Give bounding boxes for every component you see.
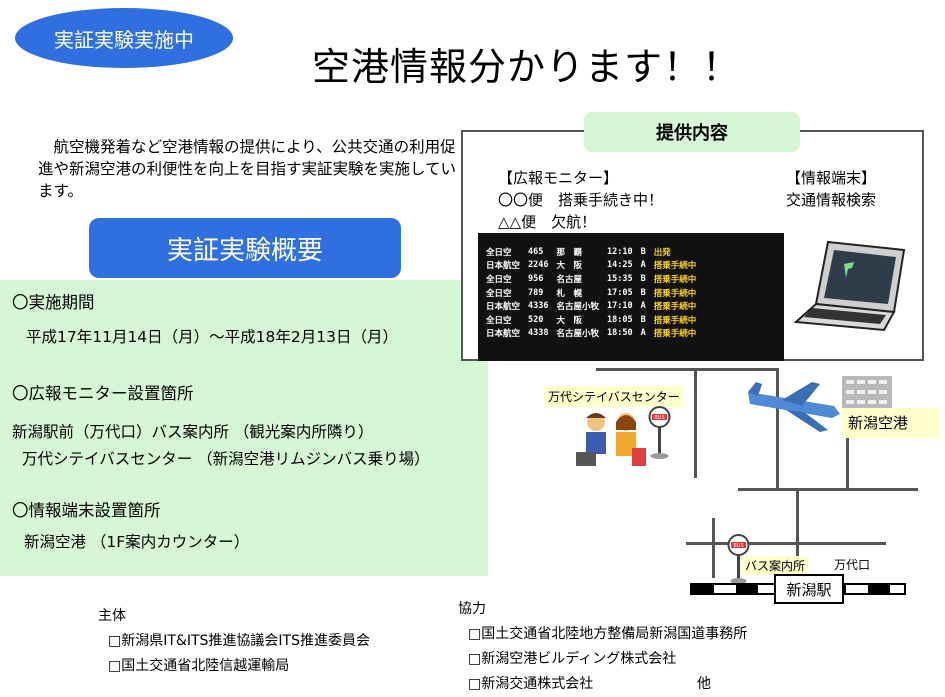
terminal-location: 新潟空港 （1F案内カウンター） [24,533,250,551]
board-cell: 名古屋小牧 [556,302,600,313]
board-cell: 4336 [528,301,549,312]
board-cell: 搭乗手続中 [653,302,697,313]
board-cell: 956 [528,273,544,284]
board-row: 日本航空 4336 名古屋小牧 17:10 A 搭乗手続中 [482,299,700,313]
svg-text:BUS: BUS [733,543,743,549]
board-row: 日本航空 2246 大 阪 14:25 A 搭乗手続中 [482,259,700,273]
cooperation-2: □新潟空港ビルディング株式会社 [468,651,677,667]
svg-text:BUS: BUS [654,415,664,421]
board-cell: B [640,273,646,284]
board-cell: 搭乗手続中 [653,288,697,299]
monitor-label: 【広報モニター】 [498,169,619,187]
terminal-label: 【情報端末】 [786,169,877,187]
laptop-icon [793,240,906,332]
board-cell: 12:10 [607,246,633,257]
bandai-exit-label: 万代口 [834,558,871,572]
monitor-message-2: △△便 欠航！ [498,213,597,231]
airport-building-icon [842,376,892,408]
board-cell: A [640,301,646,312]
board-cell: 那 覇 [556,247,583,258]
board-cell: 465 [528,246,544,257]
board-cell: 全日空 [486,247,512,258]
board-cell: 全日空 [486,274,512,285]
board-cell: 全日空 [486,315,512,326]
board-row: 全日空 520 大 阪 18:05 B 搭乗手続中 [482,313,700,327]
board-cell: 搭乗手続中 [653,329,697,340]
board-cell: 17:05 [607,287,633,298]
period-text: 平成17年11月14日（月）～平成18年2月13日（月） [26,328,398,346]
status-badge: 実証実験実施中 [15,8,233,68]
board-cell: B [640,287,646,298]
board-cell: 名古屋小牧 [556,329,600,340]
period-heading: 〇実施期間 [12,293,95,312]
service-content-header: 提供内容 [584,112,800,152]
board-cell: 789 [528,287,544,298]
board-cell: 大 阪 [556,315,583,326]
page-title: 空港情報分かります！！ [312,45,742,89]
cooperation-heading: 協力 [458,601,486,617]
organizer-1: □新潟県IT&ITS推進協議会ITS推進委員会 [108,633,370,649]
overview-heading: 実証実験概要 [89,218,401,278]
monitor-location-2: 万代シテイバスセンター （新潟空港リムジンバス乗り場） [22,450,430,468]
monitor-location-heading: 〇広報モニター設置箇所 [12,384,194,403]
organizer-2: □国土交通省北陸信越運輸局 [108,658,290,674]
board-cell: 17:10 [607,301,633,312]
board-cell: 2246 [528,260,549,271]
monitor-message-1: 〇〇便 搭乗手続き中！ [498,191,664,209]
station-label: 新潟駅 [774,574,844,604]
board-cell: 18:05 [607,314,633,325]
cooperation-1: □国土交通省北陸地方整備局新潟国道事務所 [468,626,748,642]
board-cell: 札 幌 [556,288,583,299]
cooperation-3: □新潟交通株式会社 [468,676,594,692]
board-cell: 15:35 [607,273,633,284]
airport-label: 新潟空港 [842,408,940,438]
board-cell: B [640,246,646,257]
board-cell: B [640,314,646,325]
board-cell: 520 [528,314,544,325]
intro-paragraph: 航空機発着など空港情報の提供により、公共交通の利用促進や新潟空港の利便性を向上を… [38,138,457,200]
board-cell: 18:50 [607,328,633,339]
board-row: 全日空 956 名古屋 15:35 B 搭乗手続中 [482,272,700,286]
board-row: 全日空 789 札 幌 17:05 B 搭乗手続中 [482,286,700,300]
board-row: 日本航空 4338 名古屋小牧 18:50 A 搭乗手続中 [482,327,700,341]
board-cell: 全日空 [486,288,512,299]
board-cell: 名古屋 [556,274,583,285]
bus-center-label: 万代シテイバスセンター [544,386,684,407]
airplane-icon [748,382,840,432]
board-cell: A [640,260,646,271]
board-cell: A [640,328,646,339]
board-cell: 出発 [653,247,671,258]
board-cell: 搭乗手続中 [653,274,697,285]
board-cell: 日本航空 [486,302,521,313]
board-cell: 14:25 [607,260,633,271]
overview-panel [0,280,488,576]
monitor-location-1: 新潟駅前（万代口）バス案内所 （観光案内所隣り） [12,423,374,441]
organizer-heading: 主体 [98,608,126,624]
bus-stop-icon: BUS [648,406,671,459]
board-cell: 4338 [528,328,549,339]
board-row: 全日空 465 那 覇 12:10 B 出発 [482,245,700,259]
board-cell: 搭乗手続中 [653,261,697,272]
bus-info-label: バス案内所 [742,556,809,575]
terminal-location-heading: 〇情報端末設置箇所 [12,501,161,520]
board-cell: 搭乗手続中 [653,315,697,326]
board-cell: 日本航空 [486,329,521,340]
board-cell: 日本航空 [486,261,521,272]
board-cell: 大 阪 [556,261,583,272]
terminal-feature: 交通情報検索 [786,191,877,209]
travelers-icon [576,413,646,466]
bus-stop-icon: BUS [727,534,750,584]
others-label: 他 [697,676,711,692]
